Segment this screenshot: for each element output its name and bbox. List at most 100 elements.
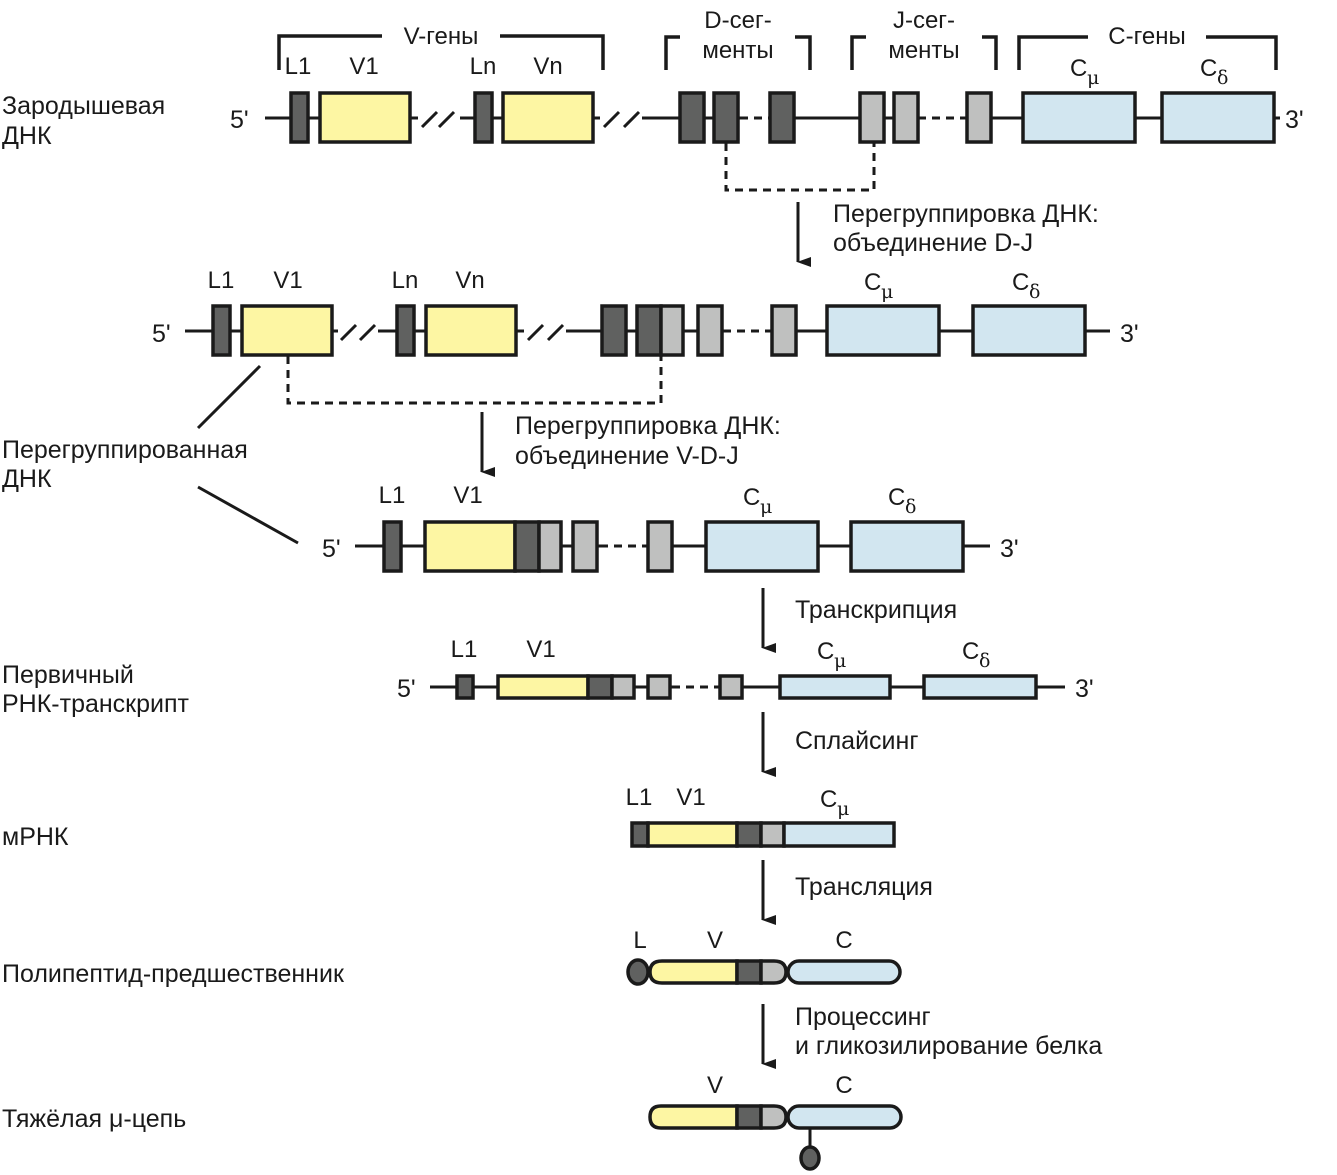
step-processing: Процессинг и гликозилирование белка [761,1003,1102,1069]
v-segment-v1 [496,674,590,700]
segment-label-vn: Vn [455,267,484,294]
c-segment-mu [778,674,892,700]
v-segment-v1 [646,821,739,848]
leader-segment-l1 [211,304,232,357]
j-segment [571,520,599,573]
segment-label-c-mu: C μ [820,786,849,820]
segment-label-c-mu: C μ [864,269,893,303]
v-segment-v1 [423,520,517,573]
pointer-line [196,364,262,430]
svg-text:C: C [962,638,979,665]
c-domain [786,1104,903,1130]
group-label: V-гены [404,23,479,50]
d-segment [712,91,740,144]
segment-label-v1: V1 [453,482,482,509]
step-label: Транскрипция [795,596,957,624]
svg-text:μ: μ [834,650,846,672]
segment-label-l1: L1 [208,267,235,294]
step-label: Процессинг [795,1003,931,1031]
j-domain [759,1104,788,1130]
primary-transcript-row: L1 V1 C μ C δ 5' 3' [397,636,1094,703]
row-label-line: РНК-транскрипт [2,690,190,718]
segment-label-c-mu: C μ [743,484,772,518]
segment-label-v: V [707,927,723,954]
segment-label-l1: L1 [626,784,653,811]
leader-segment-ln [395,304,416,357]
five-prime-end: 5' [152,320,171,348]
glycosylation-icon [799,1145,821,1171]
germline-dna-row: V-гены D-сег- менты J-сег- менты C-гены … [230,7,1304,192]
leader-segment-l1 [455,674,475,700]
segment-label-v: V [707,1072,723,1099]
segment-label-l1: L1 [379,482,406,509]
row-label-line: ДНК [2,122,52,150]
segment-label-c: C [835,927,852,954]
d-domain [735,1104,763,1130]
j-segment [892,91,920,144]
v-segment-vn [424,304,518,357]
segment-label-c-delta: C δ [888,484,916,518]
row-label-primary-transcript: Первичный РНК-транскрипт [2,661,190,718]
segment-label-v1: V1 [676,784,705,811]
segment-label-c-delta: C δ [1012,269,1040,303]
c-segment-delta [922,674,1038,700]
leader-segment-l1 [382,520,403,573]
d-domain [735,959,763,985]
j-segment [858,91,886,144]
step-label: Перегруппировка ДНК: [833,200,1099,228]
svg-text:μ: μ [760,496,772,518]
break-mark [338,323,378,342]
svg-text:C: C [743,484,760,511]
j-segment [770,304,798,357]
row-label-line: Первичный [2,661,134,689]
segment-label-l: L [633,927,646,954]
segment-label-ln: Ln [392,267,419,294]
v-segment-v1 [318,91,412,144]
svg-text:δ: δ [979,650,990,672]
c-segment-mu [1021,91,1137,144]
j-segment [646,520,674,573]
svg-text:C: C [864,269,881,296]
segment-label-c-delta: C δ [1200,55,1228,89]
group-label: D-сег- [704,7,771,34]
step-translation: Трансляция [761,860,933,925]
row-label-mrna: мРНК [2,823,69,851]
group-label: менты [888,37,959,64]
j-segment [759,821,786,848]
three-prime-end: 3' [1075,675,1094,703]
break-mark [418,110,460,129]
leader-peptide [626,958,650,986]
row-label-line: ДНК [2,465,52,493]
pointer-line [197,485,299,545]
three-prime-end: 3' [1120,320,1139,348]
segment-label-c-mu: C μ [1070,55,1099,89]
svg-text:μ: μ [881,281,893,303]
segment-label-v1: V1 [526,636,555,663]
v-genes-bracket: V-гены [277,23,605,70]
svg-text:δ: δ [1217,67,1228,89]
j-segment [610,674,636,700]
dj-joined-j-segment [659,304,685,357]
svg-text:C: C [1200,55,1217,82]
d-segment [600,304,628,357]
d-segment [768,91,796,144]
svg-text:C: C [820,786,837,813]
dj-joined-dna-row: L1 V1 Ln Vn C μ C δ 5' 3' [152,267,1139,405]
svg-text:C: C [1070,55,1087,82]
step-label: и гликозилирование белка [795,1032,1102,1060]
svg-text:C: C [1012,269,1029,296]
vdj-joining-connector [286,356,663,405]
svg-text:μ: μ [837,798,849,820]
c-segment-delta [1160,91,1276,144]
j-segments-bracket: J-сег- менты [850,7,998,70]
dj-joined-d-segment [635,304,663,357]
vdj-joined-dna-row: L1 V1 C μ C δ 5' 3' [322,482,1019,573]
group-label: C-гены [1108,23,1185,50]
segment-label-vn: Vn [533,53,562,80]
svg-text:C: C [817,638,834,665]
three-prime-end: 3' [1000,535,1019,563]
group-label: J-сег- [893,7,955,34]
step-label: объединение V-D-J [515,442,739,470]
segment-label-c-mu: C μ [817,638,846,672]
